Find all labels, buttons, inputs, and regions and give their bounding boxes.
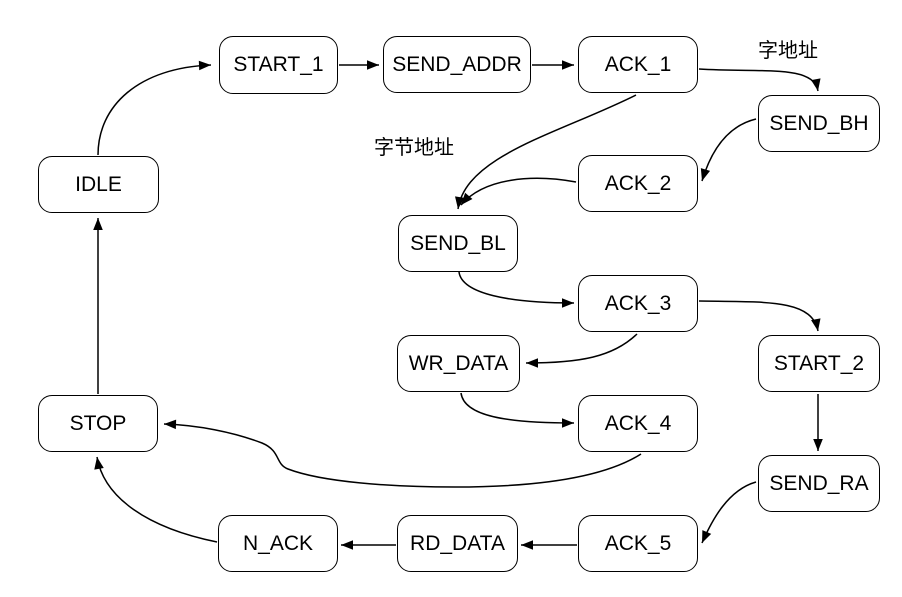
state-label-idle: IDLE bbox=[75, 172, 122, 196]
state-node-ack-4: ACK_4 bbox=[578, 395, 698, 452]
state-node-start-1: START_1 bbox=[219, 36, 338, 94]
state-node-rd-data: RD_DATA bbox=[397, 515, 518, 572]
edge-wrdata-to-ack4 bbox=[460, 392, 575, 428]
state-node-ack-5: ACK_5 bbox=[578, 515, 698, 572]
state-label-ack-5: ACK_5 bbox=[604, 531, 672, 555]
state-label-start-2: START_2 bbox=[773, 351, 865, 375]
state-node-ack-3: ACK_3 bbox=[578, 275, 698, 332]
edge-ack1-to-sendbh bbox=[698, 68, 821, 92]
edge-idle-to-start1 bbox=[97, 60, 212, 156]
state-label-stop: STOP bbox=[69, 411, 127, 435]
state-node-send-bh: SEND_BH bbox=[758, 95, 880, 152]
edge-sendbl-to-ack3 bbox=[458, 271, 575, 308]
state-node-idle: IDLE bbox=[38, 156, 159, 213]
state-label-rd-data: RD_DATA bbox=[410, 531, 505, 555]
edge-label-byte-address: 字节地址 bbox=[374, 137, 454, 159]
edge-label-word-address: 字地址 bbox=[758, 40, 818, 62]
state-label-send-bl: SEND_BL bbox=[410, 231, 506, 255]
edge-ack3-to-start2 bbox=[698, 300, 821, 332]
state-node-start-2: START_2 bbox=[758, 335, 880, 392]
edge-sendbh-to-ack2 bbox=[700, 118, 757, 182]
state-label-start-1: START_1 bbox=[233, 53, 324, 76]
edge-ack3-to-wrdata bbox=[525, 333, 638, 368]
edge-nack-to-stop bbox=[94, 456, 218, 543]
state-node-send-addr: SEND_ADDR bbox=[383, 36, 531, 93]
state-label-send-ra: SEND_RA bbox=[769, 471, 869, 495]
state-node-send-bl: SEND_BL bbox=[398, 215, 518, 272]
edge-ack1-to-sendbl bbox=[455, 94, 637, 210]
state-node-stop: STOP bbox=[38, 395, 158, 452]
state-label-ack-1: ACK_1 bbox=[604, 52, 672, 76]
state-label-ack-4: ACK_4 bbox=[604, 411, 672, 435]
edge-ack2-to-sendbl bbox=[460, 177, 577, 206]
state-label-send-addr: SEND_ADDR bbox=[392, 52, 522, 76]
state-node-n-ack: N_ACK bbox=[218, 515, 338, 572]
state-label-ack-2: ACK_2 bbox=[604, 171, 672, 195]
edge-sendra-to-ack5 bbox=[701, 481, 757, 544]
state-node-ack-1: ACK_1 bbox=[578, 36, 698, 93]
state-label-send-bh: SEND_BH bbox=[769, 111, 869, 135]
edge-ack4-to-stop bbox=[163, 419, 642, 488]
state-label-n-ack: N_ACK bbox=[242, 531, 314, 555]
state-node-send-ra: SEND_RA bbox=[758, 455, 880, 512]
state-label-wr-data: WR_DATA bbox=[408, 351, 509, 375]
state-label-ack-3: ACK_3 bbox=[604, 291, 672, 315]
state-node-ack-2: ACK_2 bbox=[578, 155, 698, 212]
state-node-wr-data: WR_DATA bbox=[397, 335, 520, 392]
